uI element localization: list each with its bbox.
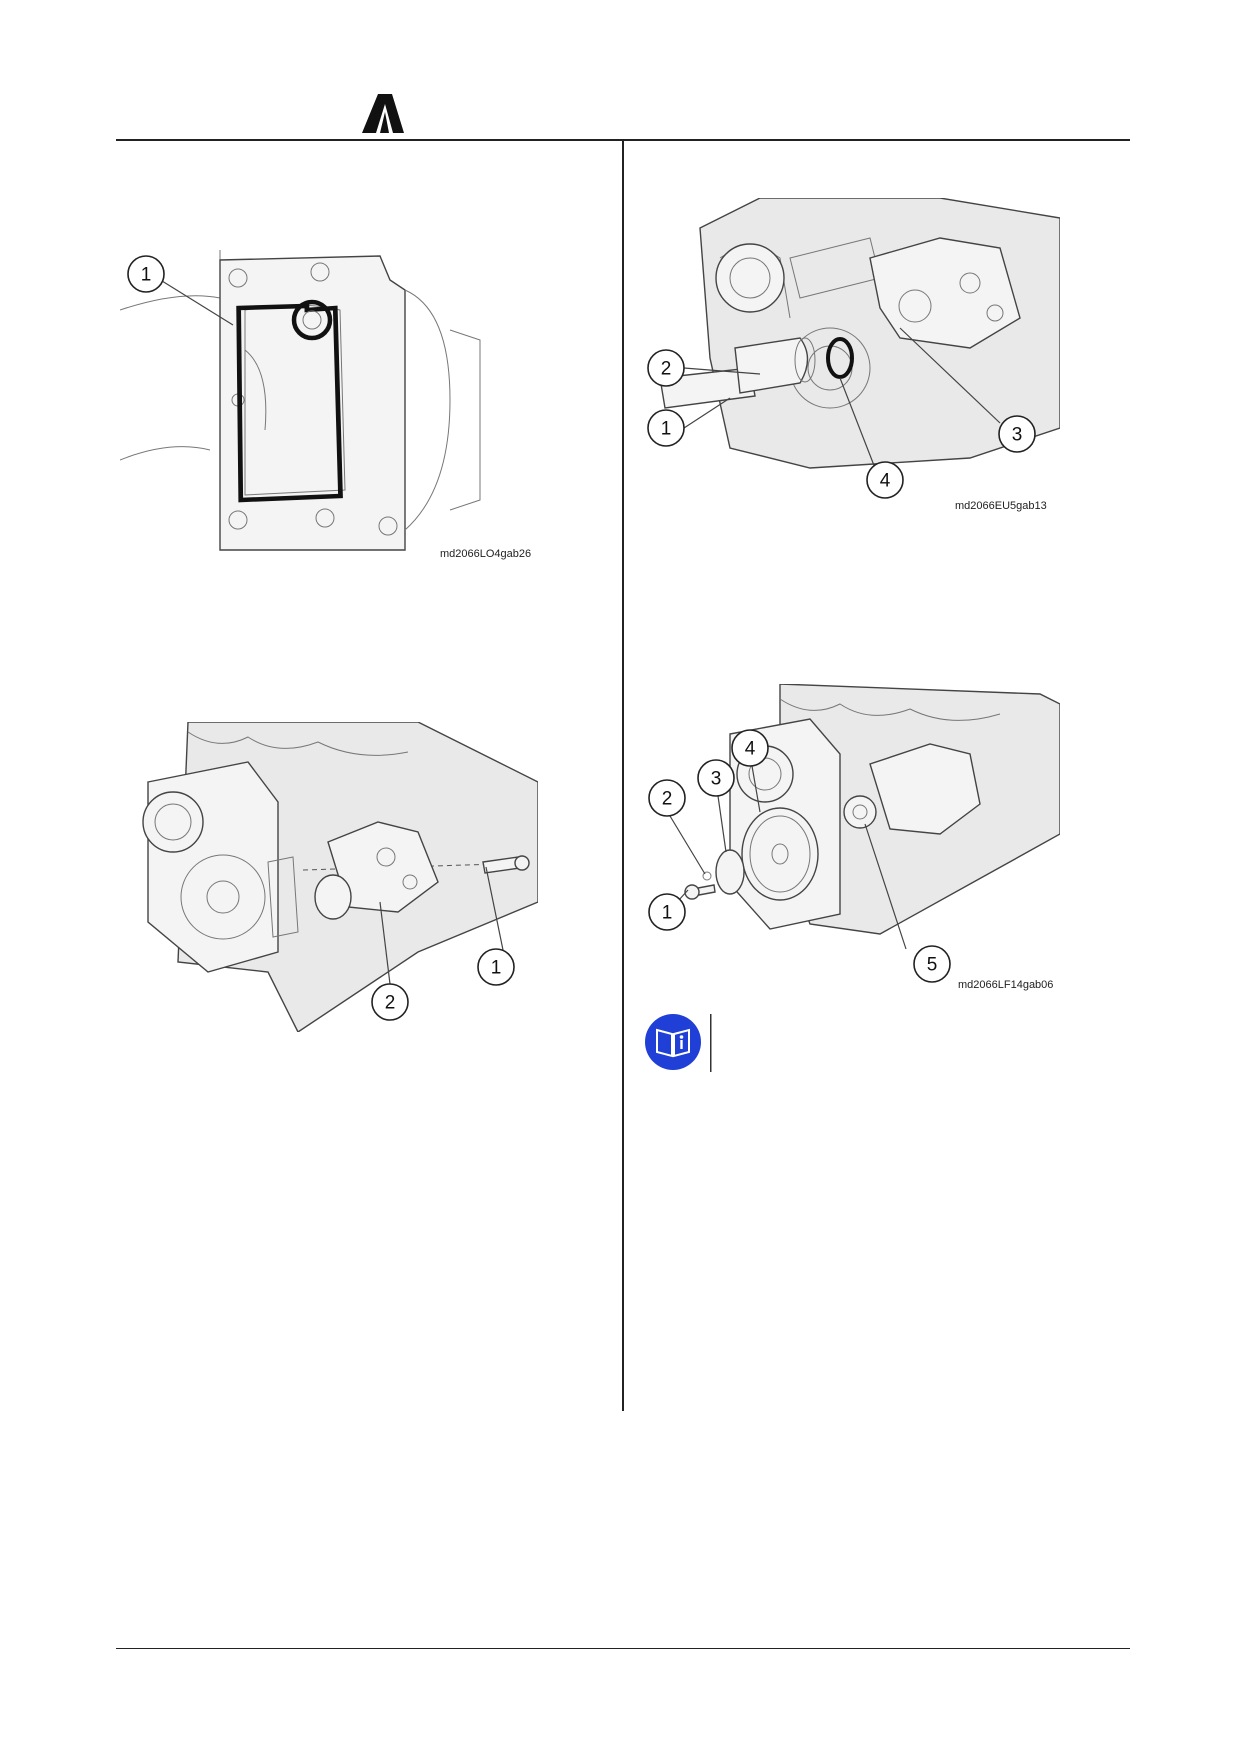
fig3-callout-2: 2 <box>385 993 396 1014</box>
figure-3: 1 2 <box>118 722 538 1032</box>
fig4-callout-3: 3 <box>711 769 722 790</box>
fig2-callout-1: 1 <box>661 419 672 440</box>
fig4-callout-1: 1 <box>662 903 673 924</box>
fig2-callout-3: 3 <box>1012 425 1023 446</box>
column-divider <box>622 141 624 1411</box>
fig4-callout-4: 4 <box>745 739 756 760</box>
fig1-code: md2066LO4gab26 <box>440 548 532 560</box>
fig2-code: md2066EU5gab13 <box>955 500 1047 512</box>
fig1-callout-1: 1 <box>141 265 152 286</box>
fig4-code: md2066LF14gab06 <box>958 979 1054 991</box>
manual-info-icon <box>645 1012 713 1072</box>
fig4-callout-2: 2 <box>662 789 673 810</box>
fig2-callout-4: 4 <box>880 471 891 492</box>
figure-4: 4 3 2 1 5 <box>640 684 1060 984</box>
fig2-callout-2: 2 <box>661 359 672 380</box>
fig4-callout-5: 5 <box>927 955 938 976</box>
footer-rule <box>116 1648 1130 1649</box>
header-rule <box>116 139 1130 141</box>
figure-1: 1 <box>120 250 560 565</box>
brand-logo <box>358 90 408 134</box>
figure-2: 2 1 3 4 <box>640 198 1060 518</box>
fig3-callout-1: 1 <box>491 958 502 979</box>
